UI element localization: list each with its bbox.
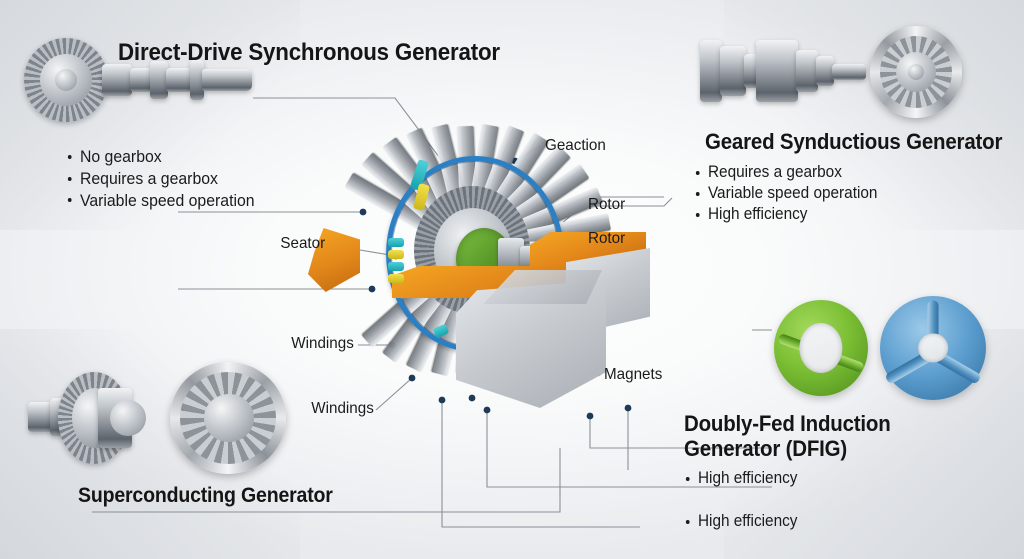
superconducting-section: Superconducting Generator [78, 484, 352, 508]
bearing-stack-1 [720, 46, 746, 96]
shaft-step [816, 56, 834, 86]
callout-rotor-1: Rotor [588, 196, 626, 213]
shaft-segment-2 [130, 68, 152, 92]
winding-cyan-2 [388, 238, 404, 247]
superconducting-illustration [28, 358, 308, 480]
shaft-flange [190, 60, 204, 100]
bullet-item: High efficiency [694, 204, 877, 225]
bullet-item: High efficiency [684, 468, 798, 489]
callout-magnets: Magnets [604, 366, 663, 383]
dfig-illustration [774, 296, 1008, 400]
bullet-item: Requires a gearbox [66, 168, 255, 190]
gear-center-icon [55, 69, 77, 91]
bearing-spacer [744, 54, 758, 88]
dfig-bullets: High efficiency High efficiency [684, 468, 806, 532]
blue-spoked-wheel [880, 296, 986, 400]
bearing-flange [700, 40, 722, 102]
bullet-item: Variable speed operation [66, 190, 255, 212]
sc-stator-bore [204, 394, 254, 442]
bearing-stack-2 [756, 40, 798, 102]
callout-seator: Seator [280, 235, 326, 252]
direct-drive-title: Direct-Drive Synchronous Generator [118, 39, 500, 66]
bearing-stack-3 [796, 50, 818, 92]
winding-yellow-3 [388, 274, 404, 283]
bullet-item: Variable speed operation [694, 183, 877, 204]
dfig-section: Doubly-Fed Induction Generator (DFIG) [684, 411, 906, 461]
bullet-item: High efficiency [684, 511, 798, 532]
callout-rotor-2: Rotor [588, 230, 626, 247]
geared-synductious-section: Geared Synductious Generator [705, 129, 1024, 155]
geared-synductious-title: Geared Synductious Generator [705, 129, 1003, 154]
shaft-tip [202, 69, 252, 91]
callout-geaction: Geaction [545, 137, 606, 154]
winding-yellow-2 [388, 250, 404, 259]
geared-synductious-illustration [700, 22, 962, 122]
direct-drive-bullets: No gearbox Requires a gearbox Variable s… [66, 146, 269, 211]
bullet-item: No gearbox [66, 146, 255, 168]
shaft-rod [832, 64, 866, 80]
green-rotor-wheel [774, 300, 868, 396]
shaft-segment-1 [102, 64, 132, 96]
dfig-title-line2: Generator (DFIG) [684, 435, 847, 461]
shaft-collar [150, 61, 168, 99]
callout-windings-1: Windings [291, 335, 354, 352]
callout-windings-2: Windings [311, 400, 374, 417]
sc-shaft-end [28, 402, 54, 432]
shaft-segment-3 [166, 68, 192, 92]
bullet-item: Requires a gearbox [694, 162, 877, 183]
direct-drive-section: Direct-Drive Synchronous Generator [118, 39, 529, 67]
turbine-center-icon [908, 64, 924, 80]
sc-end-cap [110, 400, 146, 436]
dfig-title-line1: Doubly-Fed Induction [684, 411, 891, 436]
superconducting-title: Superconducting Generator [78, 484, 333, 507]
geared-synductious-bullets: Requires a gearbox Variable speed operat… [694, 162, 891, 225]
winding-cyan-3 [388, 262, 404, 271]
direct-drive-illustration [10, 38, 260, 130]
